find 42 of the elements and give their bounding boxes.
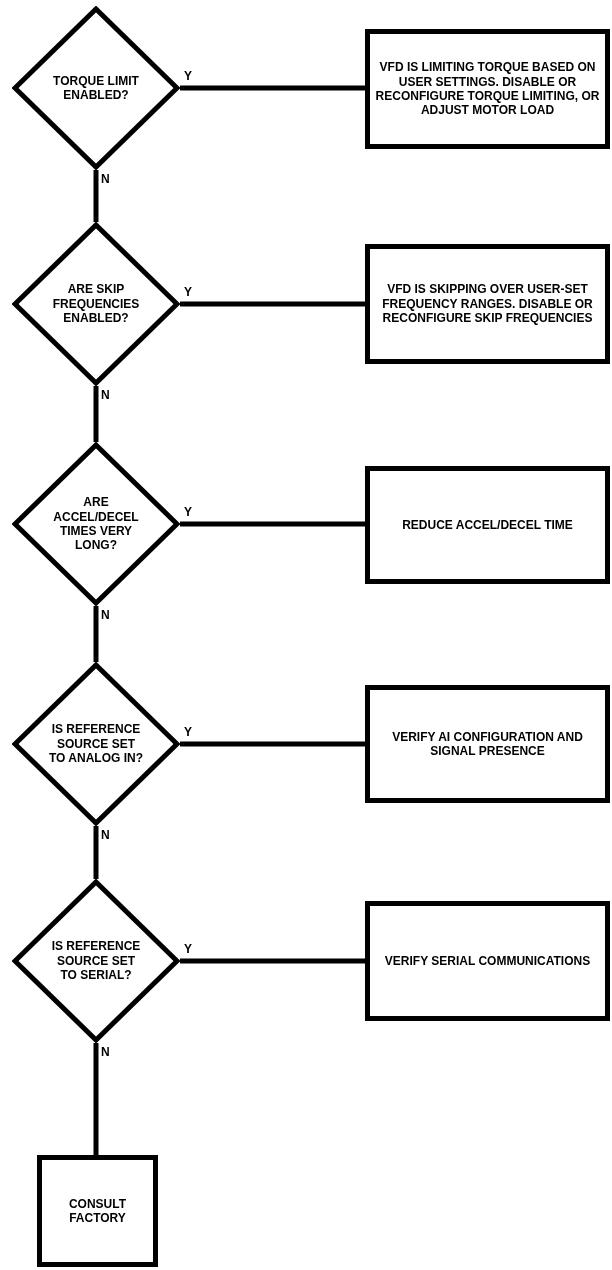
connector-line [93,1043,99,1155]
decision-diamond [12,879,180,1043]
edge-label: Y [183,70,193,82]
connector-line [180,958,365,964]
decision-diamond [12,6,180,170]
edge-label: N [100,609,111,621]
action-box [37,1155,158,1267]
edge-label: Y [183,943,193,955]
edge-label: N [100,389,111,401]
connector-line [180,521,365,527]
action-text: REDUCE ACCEL/DECEL TIME [401,517,574,533]
edge-label: N [100,173,111,185]
question-text: IS REFERENCE SOURCE SET TO ANALOG IN? [48,722,144,766]
connector-line [93,170,99,222]
question-text: ARE ACCEL/DECEL TIMES VERY LONG? [52,495,140,553]
connector-line [93,826,99,879]
connector-line [180,301,365,307]
action-box [365,901,610,1021]
question-text: ARE SKIP FREQUENCIES ENABLED? [51,282,141,326]
action-text: CONSULT FACTORY [67,1196,128,1226]
edge-label: Y [183,286,193,298]
edge-label: Y [183,506,193,518]
connector-line [180,741,365,747]
action-text: VERIFY SERIAL COMMUNICATIONS [383,953,592,969]
edge-label: Y [183,726,193,738]
edge-label: N [100,829,111,841]
action-box [365,685,610,803]
action-text: VERIFY AI CONFIGURATION AND SIGNAL PRESENCE [391,729,584,759]
connector-line [93,606,99,662]
action-box [365,466,610,584]
action-text: VFD IS SKIPPING OVER USER-SET FREQUENCY RANGES. DISABLE OR RECONFIGURE SKIP FREQUENCIES [381,282,594,326]
decision-diamond [12,662,180,826]
decision-diamond [12,222,180,386]
question-text: TORQUE LIMIT ENABLED? [52,73,140,103]
action-box [365,244,610,364]
decision-diamond [12,442,180,606]
connector-line [93,386,99,442]
connector-line [180,85,365,91]
action-box [365,29,610,149]
action-text: VFD IS LIMITING TORQUE BASED ON USER SETTINGS. DISABLE OR RECONFIGURE TORQUE LIMITING, OR ADJUST MOTOR LOAD [374,60,601,118]
question-text: IS REFERENCE SOURCE SET TO SERIAL? [50,939,142,983]
edge-label: N [100,1046,111,1058]
